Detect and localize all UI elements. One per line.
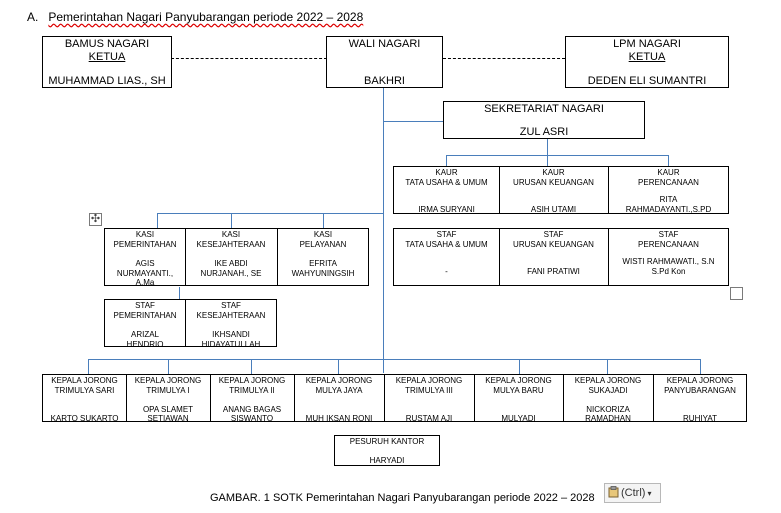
wali-name: BAKHRI [364, 75, 405, 87]
figure-caption: GAMBAR. 1 SOTK Pemerintahan Nagari Panyu… [210, 492, 595, 504]
kaur-tata-usaha: KAUR TATA USAHA & UMUM IRMA SURYANI [405, 168, 488, 214]
jorong-bus-line [88, 359, 700, 360]
lpm-title: LPM NAGARI [613, 38, 681, 50]
staf-kaur-group: STAF TATA USAHA & UMUM - STAF URUSAN KEU… [393, 228, 729, 286]
kaur-drop-1 [446, 155, 447, 166]
bamus-title: BAMUS NAGARI [64, 38, 150, 50]
kasi-pelayanan: KASI PELAYANAN EFRITA WAHYUNINGSIH [291, 230, 355, 278]
wali-title: WALI NAGARI [348, 38, 421, 50]
jorong-drop-7 [607, 359, 608, 374]
jorong-drop-4 [338, 359, 339, 374]
kaur-keuangan: KAUR URUSAN KEUANGAN ASIH UTAMI [513, 168, 594, 214]
heading-text: Pemerintahan Nagari Panyubarangan period… [48, 10, 364, 24]
staf-keuangan: STAF URUSAN KEUANGAN FANI PRATIWI [513, 230, 594, 276]
jorong-mulya-jaya: KEPALA JORONG MULYA JAYA MUH IKSAN RONI [305, 376, 373, 423]
main-trunk-line [383, 88, 384, 373]
jorong-mulya-baru: KEPALA JORONG MULYA BARU MULYADI [485, 376, 552, 423]
staf-kasi-connector [179, 287, 180, 299]
kasi-group: KASI PEMERINTAHAN AGIS NURMAYANTI., A.Ma… [104, 228, 369, 287]
move-handle-icon[interactable]: ✣ [89, 213, 102, 226]
pesuruh-name: HARYADI [369, 456, 405, 465]
staf-kasi-pemerintahan: STAF PEMERINTAHAN ARIZAL HENDRIO [113, 301, 177, 349]
dashed-line-lpm [443, 58, 565, 59]
sekretariat-title: SEKRETARIAT NAGARI [484, 103, 604, 115]
bamus-nagari-box: BAMUS NAGARI KETUA MUHAMMAD LIAS., SH [42, 36, 172, 88]
chevron-down-icon: ▾ [647, 488, 652, 498]
kaur-bus-line [446, 155, 668, 156]
wali-nagari-box: WALI NAGARI BAKHRI [326, 36, 443, 88]
lpm-role: KETUA [628, 51, 666, 63]
sekretariat-box: SEKRETARIAT NAGARI ZUL ASRI [443, 101, 645, 139]
kaur-perencanaan: KAUR PERENCANAAN RITA RAHMADAYANTI.,S.PD [625, 168, 712, 214]
jorong-drop-1 [88, 359, 89, 374]
sekretariat-name: ZUL ASRI [519, 126, 569, 138]
staf-kasi-kesejahteraan: STAF KESEJAHTERAAN IKHSANDI HIDAYATULLAH [196, 301, 266, 349]
jorong-panyubarangan: KEPALA JORONG PANYUBARANGAN RUHIYAT [664, 376, 736, 423]
staf-tata-usaha: STAF TATA USAHA & UMUM - [405, 230, 488, 276]
jorong-drop-3 [251, 359, 252, 374]
jorong-drop-6 [519, 359, 520, 374]
jorong-drop-2 [168, 359, 169, 374]
clipboard-icon [608, 485, 619, 501]
paste-options-button[interactable]: (Ctrl) ▾ [604, 483, 661, 503]
pesuruh-title: PESURUH KANTOR [349, 437, 425, 446]
jorong-trimulya-ii: KEPALA JORONG TRIMULYA II ANANG BAGAS SI… [218, 376, 286, 423]
jorong-group: KEPALA JORONG TRIMULYA SARI KARTO SUKART… [42, 374, 747, 423]
kasi-drop-3 [323, 213, 324, 228]
kasi-kesejahteraan: KASI KESEJAHTERAAN IKE ABDI NURJANAH., S… [196, 230, 266, 278]
page-heading: A. Pemerintahan Nagari Panyubarangan per… [27, 10, 363, 24]
sekretariat-down-line [547, 139, 548, 166]
staf-perencanaan: STAF PERENCANAAN WISTI RAHMAWATI., S.N S… [622, 230, 715, 276]
kasi-pemerintahan: KASI PEMERINTAHAN AGIS NURMAYANTI., A.Ma [113, 230, 177, 287]
heading-prefix: A. [27, 10, 39, 24]
lpm-name: DEDEN ELI SUMANTRI [587, 75, 707, 87]
bamus-role: KETUA [88, 51, 126, 63]
kasi-drop-2 [231, 213, 232, 228]
kasi-bus-line [157, 213, 383, 214]
jorong-drop-8 [700, 359, 701, 374]
jorong-trimulya-sari: KEPALA JORONG TRIMULYA SARI KARTO SUKART… [50, 376, 119, 423]
bamus-name: MUHAMMAD LIAS., SH [48, 75, 166, 87]
kaur-group: KAUR TATA USAHA & UMUM IRMA SURYANI KAUR… [393, 166, 729, 214]
jorong-sukajadi: KEPALA JORONG SUKAJADI NICKORIZA RAMADHA… [574, 376, 642, 423]
staf-kasi-group: STAF PEMERINTAHAN ARIZAL HENDRIO STAF KE… [104, 299, 277, 349]
dashed-line-bamus [171, 58, 327, 59]
kaur-drop-3 [668, 155, 669, 166]
pesuruh-kantor-box: PESURUH KANTOR HARYADI [334, 435, 440, 466]
resize-handle-icon[interactable] [730, 287, 743, 300]
sekretariat-connector [383, 121, 443, 122]
jorong-trimulya-iii: KEPALA JORONG TRIMULYA III RUSTAM AJI [395, 376, 463, 423]
paste-options-label: (Ctrl) [621, 487, 646, 499]
kasi-drop-1 [157, 213, 158, 228]
lpm-nagari-box: LPM NAGARI KETUA DEDEN ELI SUMANTRI [565, 36, 729, 88]
jorong-trimulya-i: KEPALA JORONG TRIMULYA I OPA SLAMET SETI… [134, 376, 202, 423]
